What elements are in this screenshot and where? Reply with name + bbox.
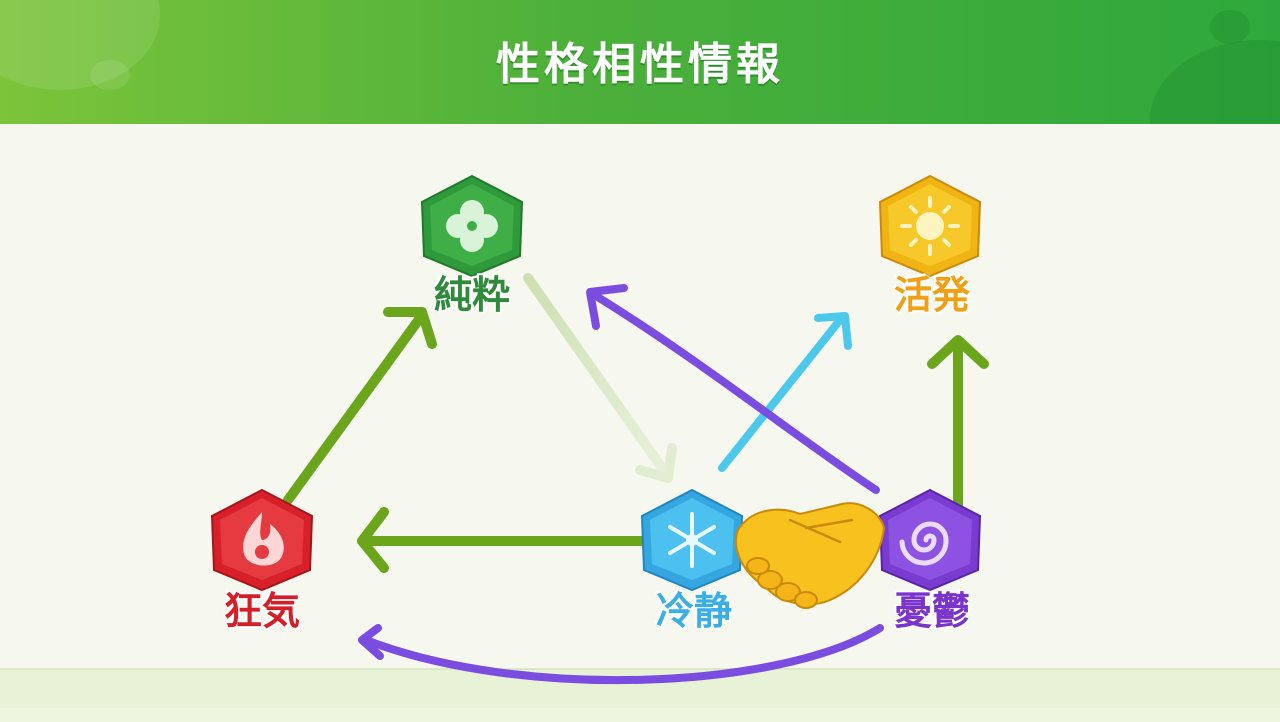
arrow-calm-to-frenzy <box>357 507 650 573</box>
footer-panel <box>0 668 1280 722</box>
node-frenzy <box>210 488 314 592</box>
arrow-gloom-to-pure <box>586 284 880 494</box>
header-bar: 性格相性情報 <box>0 0 1280 124</box>
page-title: 性格相性情報 <box>496 39 784 90</box>
flame-icon <box>243 512 284 566</box>
arrow-frenzy-to-pure <box>283 307 437 505</box>
arrow-gloom-to-lively <box>927 335 989 513</box>
arrow-pure-to-calm <box>523 273 677 483</box>
sun-icon <box>900 196 960 256</box>
diagram-area <box>0 124 1280 668</box>
handshake-emoji <box>735 502 886 609</box>
node-gloom <box>878 488 982 592</box>
label-frenzy: 狂気 <box>223 589 300 633</box>
arrow-calm-to-lively <box>718 312 852 472</box>
swirl-icon <box>899 521 949 566</box>
node-lively <box>878 174 982 278</box>
arrow-gloom-to-frenzy <box>358 624 884 685</box>
snowflake-icon <box>668 512 716 568</box>
label-lively: 活発 <box>893 273 970 317</box>
label-gloom: 憂鬱 <box>893 589 970 633</box>
label-pure: 純粋 <box>433 273 510 317</box>
node-calm <box>640 488 744 592</box>
node-pure <box>420 174 524 278</box>
clover-icon <box>446 200 498 252</box>
label-calm: 冷静 <box>655 589 732 633</box>
